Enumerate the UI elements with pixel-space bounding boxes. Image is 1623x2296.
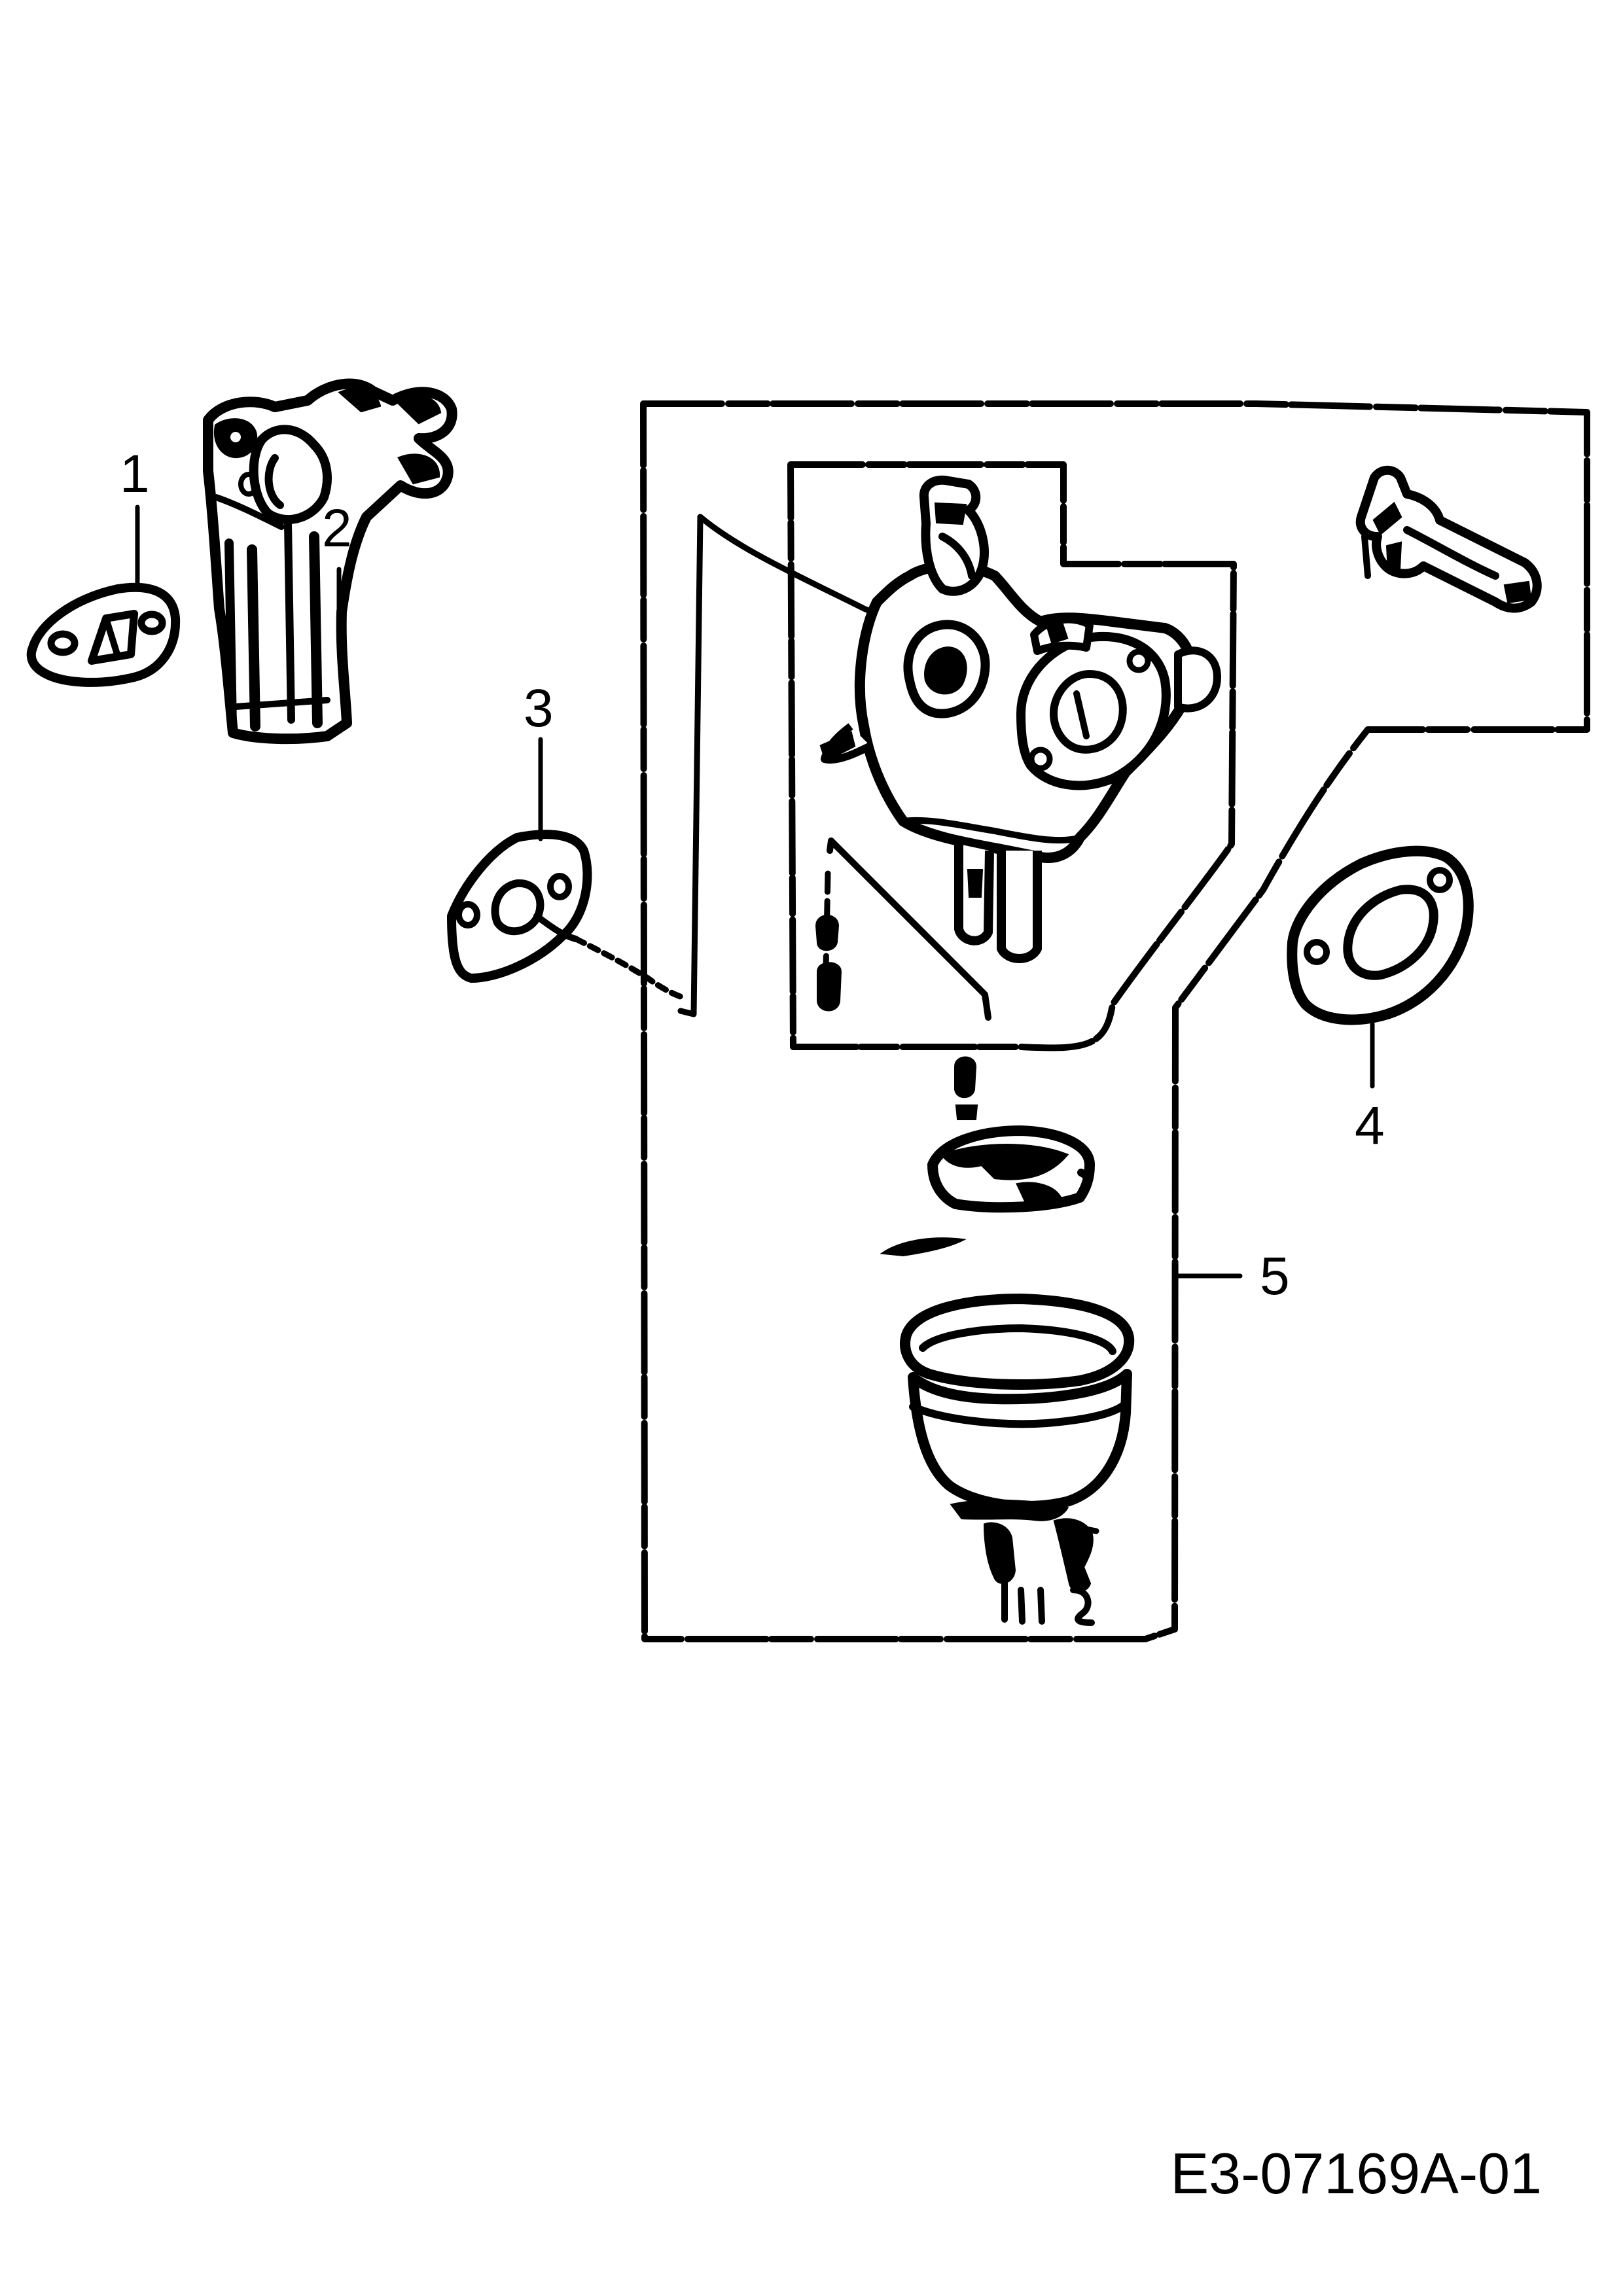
callout-3: 3 [524,679,554,841]
callout-5: 5 [1175,1246,1290,1306]
callout-3-label: 3 [524,679,554,738]
float-bowl [900,1294,1135,1626]
choke-lever [1355,465,1542,613]
part-3-gasket [447,830,687,1001]
float-assembly [880,1056,1095,1257]
assembly-frame [640,400,1590,1642]
carburetor-body [819,475,1221,963]
part-2-insulator-block [203,378,457,745]
callout-2-label: 2 [322,499,352,558]
callout-4-label: 4 [1355,1096,1385,1156]
callout-4: 4 [1355,1021,1385,1156]
callout-1-label: 1 [120,444,150,504]
drawing-number: E3-07169A-01 [1170,2141,1542,2206]
carburetor-leader [827,838,991,1021]
callout-5-label: 5 [1260,1246,1290,1306]
part-1-gasket [26,582,181,687]
callout-1: 1 [120,444,150,592]
jet-parts [815,870,842,1012]
part-4-gasket [1287,845,1474,1025]
callout-2: 2 [322,499,352,647]
